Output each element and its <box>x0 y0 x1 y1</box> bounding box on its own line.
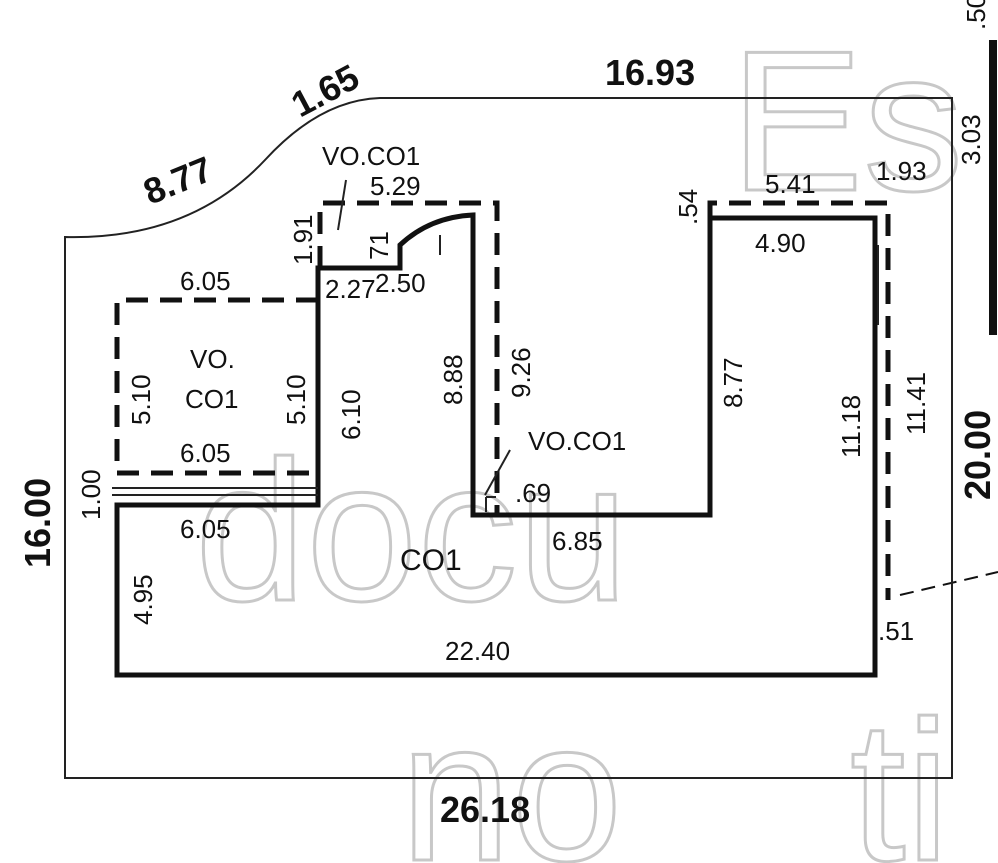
dim-co1-setback: 1.00 <box>76 469 106 520</box>
dim-overhang-right-top: 5.41 <box>765 169 816 199</box>
dim-co1-right-wing-top: 4.90 <box>755 228 806 258</box>
dim-lot-right-top-cut: .50 <box>961 0 991 30</box>
watermark-line3: ti <box>850 680 950 863</box>
leader-vo-well <box>484 449 511 496</box>
dim-co1-well-bottom: 6.85 <box>552 526 603 556</box>
building-co1-label: CO1 <box>400 544 462 577</box>
dim-lot-right-top: 3.03 <box>956 114 986 165</box>
neighbour-dash-line <box>899 571 998 596</box>
dim-overhang-right-height: 11.41 <box>901 372 931 435</box>
dim-co1-right-corner-offset: .51 <box>878 616 914 646</box>
dim-co1-tiny-corner: .69 <box>515 478 551 508</box>
dim-overhang-mid-left: 1.91 <box>288 214 318 265</box>
dim-overhang-left-top: 6.05 <box>180 266 231 296</box>
dim-co1-inner-left-height: 6.10 <box>336 389 366 440</box>
watermark-corner: Es <box>730 10 963 233</box>
dim-co1-well-height: 8.88 <box>438 354 468 405</box>
dim-lot-top: 16.93 <box>605 52 695 93</box>
overhang-right-outline <box>707 200 891 600</box>
dim-overhang-left-bottom: 6.05 <box>180 438 231 468</box>
overhang-left-outline <box>114 297 318 476</box>
dim-overhang-left-right: 5.10 <box>281 374 311 425</box>
overhang-mid-outline <box>317 200 500 515</box>
dim-lot-arc-left: 8.77 <box>138 148 218 212</box>
overhang-left-label-1: VO. <box>190 344 235 374</box>
dim-overhang-right-offset-top: .54 <box>673 189 703 225</box>
leader-vo-mid <box>337 179 347 231</box>
dim-co1-right-wing-inner: 8.77 <box>718 357 748 408</box>
dim-lot-left: 16.00 <box>17 478 58 568</box>
overhang-well-label: VO.CO1 <box>528 426 626 456</box>
dim-lot-bottom: 26.18 <box>440 789 530 830</box>
overhang-left-label-2: CO1 <box>185 384 238 414</box>
dim-lot-arc-mid: 1.65 <box>285 56 366 125</box>
dim-overhang-mid-top: 5.29 <box>370 171 421 201</box>
watermark-line1: docu <box>195 420 629 643</box>
overhang-mid-label: VO.CO1 <box>322 141 420 171</box>
dim-co1-right-wing-outer: 11.18 <box>836 395 866 458</box>
dim-lot-right: 20.00 <box>957 410 998 500</box>
watermark-line2: no <box>400 680 622 863</box>
dim-overhang-left-left: 5.10 <box>126 374 156 425</box>
building-co1-outline <box>114 212 878 678</box>
dim-co1-left-lower: 4.95 <box>128 574 158 625</box>
dim-co1-bottom: 22.40 <box>445 636 510 666</box>
watermark: Es docu no ti <box>194 9 965 863</box>
dim-co1-curve-width: 2.50 <box>375 268 426 298</box>
dim-co1-inner-top-left: 2.27 <box>325 274 376 304</box>
dim-overhang-mid-height: 9.26 <box>506 347 536 398</box>
lot-boundary <box>64 97 953 779</box>
dim-overhang-right-offset-right: 1.93 <box>876 156 927 186</box>
dim-co1-curve-rise: 71 <box>364 231 394 260</box>
dim-co1-step-top: 6.05 <box>180 514 231 544</box>
